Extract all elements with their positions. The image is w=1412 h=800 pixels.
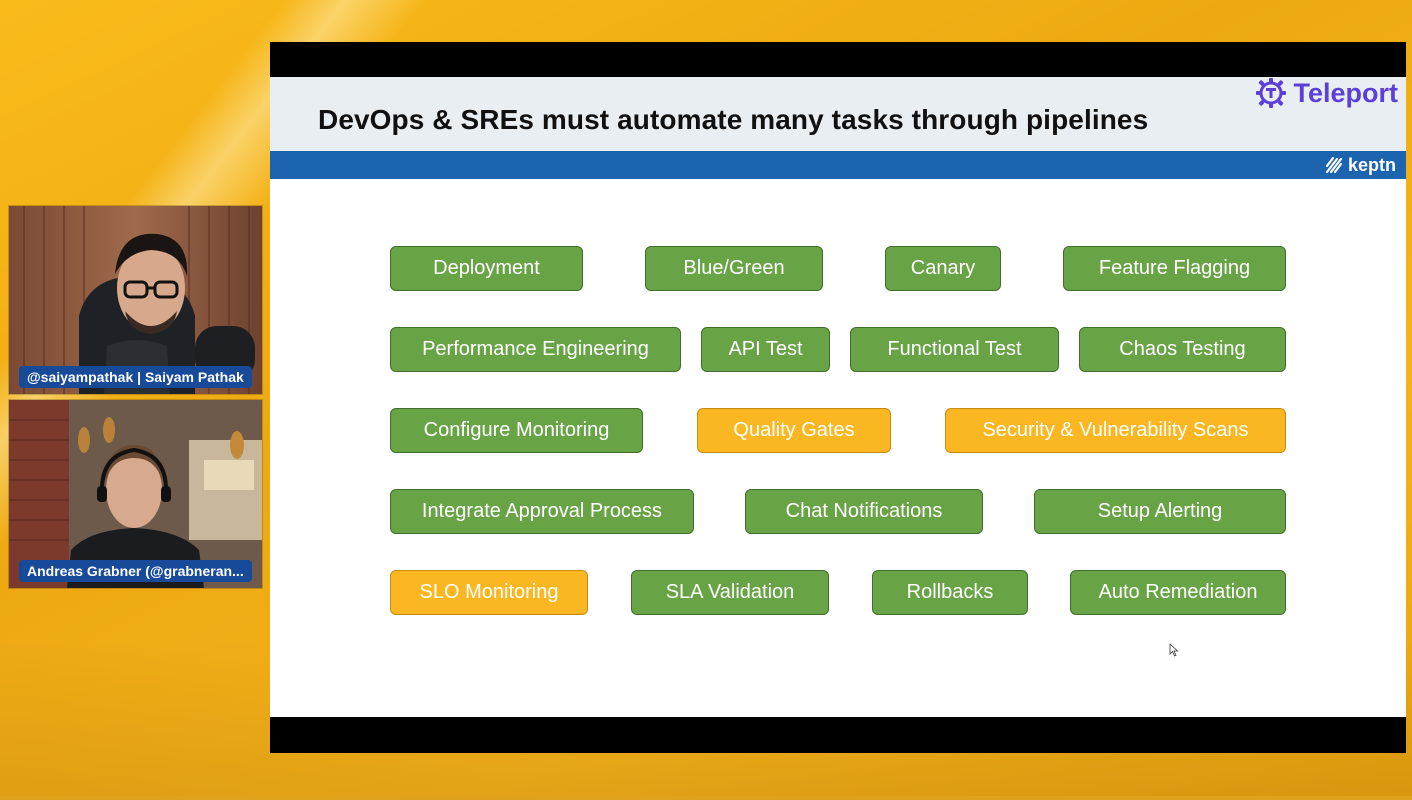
keptn-logo: keptn bbox=[1324, 154, 1396, 176]
teleport-logo-icon bbox=[1256, 78, 1287, 108]
task-sla-validation: SLA Validation bbox=[631, 570, 829, 615]
task-slo-monitoring: SLO Monitoring bbox=[390, 570, 588, 615]
task-quality-gates: Quality Gates bbox=[697, 408, 891, 453]
task-chat-notifications: Chat Notifications bbox=[745, 489, 983, 534]
teleport-logo: Teleport bbox=[1255, 77, 1398, 109]
participant-video-image-2 bbox=[9, 400, 262, 588]
keptn-logo-icon bbox=[1325, 156, 1343, 174]
participant-video-image-1 bbox=[9, 206, 262, 394]
task-integrate-approval-process: Integrate Approval Process bbox=[390, 489, 694, 534]
participant-name-label-1: @saiyampathak | Saiyam Pathak bbox=[19, 366, 252, 388]
task-canary: Canary bbox=[885, 246, 1001, 291]
task-chaos-testing: Chaos Testing bbox=[1079, 327, 1286, 372]
shared-screen: DevOps & SREs must automate many tasks t… bbox=[270, 42, 1406, 753]
task-auto-remediation: Auto Remediation bbox=[1070, 570, 1286, 615]
slide-title: DevOps & SREs must automate many tasks t… bbox=[318, 104, 1149, 135]
keptn-bar: keptn bbox=[270, 151, 1406, 179]
task-performance-engineering: Performance Engineering bbox=[390, 327, 681, 372]
keptn-logo-text: keptn bbox=[1347, 154, 1396, 175]
presentation-slide: DevOps & SREs must automate many tasks t… bbox=[270, 77, 1406, 717]
task-configure-monitoring: Configure Monitoring bbox=[390, 408, 643, 453]
participant-name-label-2: Andreas Grabner (@grabneran... bbox=[19, 560, 252, 582]
task-setup-alerting: Setup Alerting bbox=[1034, 489, 1286, 534]
task-rollbacks: Rollbacks bbox=[872, 570, 1028, 615]
mouse-cursor-icon bbox=[1169, 643, 1179, 657]
task-blue-green: Blue/Green bbox=[645, 246, 823, 291]
teleport-logo-text: Teleport bbox=[1293, 77, 1398, 108]
task-security-vulnerability-scans: Security & Vulnerability Scans bbox=[945, 408, 1286, 453]
slide-header: DevOps & SREs must automate many tasks t… bbox=[270, 77, 1406, 152]
participant-video-2[interactable]: Andreas Grabner (@grabneran... bbox=[8, 399, 263, 589]
task-functional-test: Functional Test bbox=[850, 327, 1059, 372]
participant-video-1[interactable]: @saiyampathak | Saiyam Pathak bbox=[8, 205, 263, 395]
task-feature-flagging: Feature Flagging bbox=[1063, 246, 1286, 291]
task-deployment: Deployment bbox=[390, 246, 583, 291]
task-api-test: API Test bbox=[701, 327, 830, 372]
